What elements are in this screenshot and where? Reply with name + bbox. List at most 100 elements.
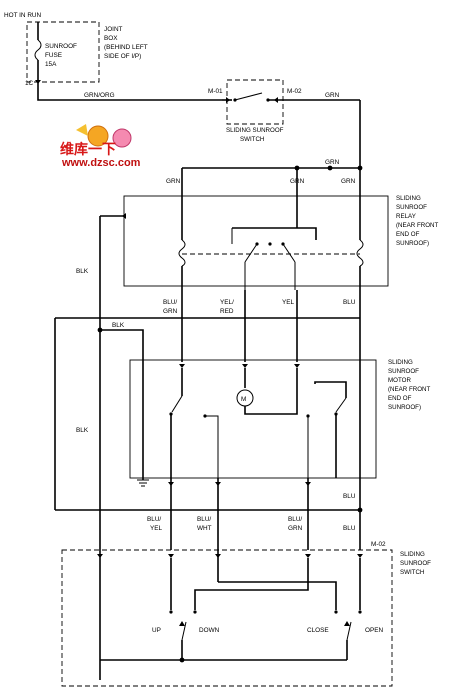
wire-label-blk-lower: BLK xyxy=(76,427,89,434)
splice-grn-2 xyxy=(327,165,333,171)
arrow-left-icon xyxy=(274,97,278,103)
arrow-up-icon xyxy=(344,621,350,626)
relay-outline xyxy=(123,195,389,287)
top-switch-outline xyxy=(226,79,284,125)
motor-label-5: END OF xyxy=(388,395,412,402)
switch-down-label: DOWN xyxy=(199,627,220,634)
wire-label-grn-2: GRN xyxy=(290,178,305,185)
top-switch-label-2: SWITCH xyxy=(240,136,264,143)
watermark-logo: 维库一下 www.dzsc.com xyxy=(60,124,141,169)
limit-switch-lead-2 xyxy=(205,415,219,478)
top-sunroof-switch: GRN/ORG M-01 M-02 GRN SLIDING SUNROOF SW… xyxy=(84,79,360,143)
relay-contact-b xyxy=(268,242,272,246)
wire-label-blk-left: BLK xyxy=(76,268,89,275)
arrow-down-icon xyxy=(97,554,103,558)
sunroof-motor: SLIDING SUNROOF MOTOR (NEAR FRONT END OF… xyxy=(129,359,430,487)
joint-box: HOT IN RUN JOINT BOX (BEHIND LEFT SIDE O… xyxy=(4,12,222,101)
relay-label-6: SUNROOF) xyxy=(396,240,429,247)
relay-label-5: END OF xyxy=(396,231,420,238)
switch-open-label: OPEN xyxy=(365,627,383,634)
arrow-down-icon xyxy=(215,482,221,486)
connector-m02-top: M-02 xyxy=(287,88,302,95)
rocker-switch-icon-left xyxy=(181,621,187,641)
relay-armature-icon-1 xyxy=(244,243,258,263)
rocker-switch-icon-right xyxy=(346,621,352,641)
relay-out-label-2b: RED xyxy=(220,308,234,315)
arrow-down-icon xyxy=(35,80,41,84)
motor-label-4: (NEAR FRONT xyxy=(388,386,430,393)
connector-m01: M-01 xyxy=(208,88,223,95)
pin-label: 1C xyxy=(25,80,34,87)
motor-outline xyxy=(129,359,377,479)
bottom-switch-label-1: SLIDING xyxy=(400,551,425,558)
wire-label-grn-top: GRN xyxy=(325,92,340,99)
limit-switch-icon-1 xyxy=(171,395,183,413)
motor-label-3: MOTOR xyxy=(388,377,411,384)
relay-out-label-3: YEL xyxy=(282,299,295,306)
motor-out-label-blu: BLU xyxy=(343,493,356,500)
lower-wire-label-3b: GRN xyxy=(288,525,303,532)
relay-label-3: RELAY xyxy=(396,213,416,220)
limit-sw-2-contact xyxy=(203,414,207,418)
motor-label-6: SUNROOF) xyxy=(388,404,421,411)
relay-out-label-1b: GRN xyxy=(163,308,178,315)
relay-out-label-2a: YEL/ xyxy=(220,299,234,306)
limit-sw-4-contact xyxy=(306,414,310,418)
sw-contact-down xyxy=(193,610,197,614)
watermark-brand: 维库一下 xyxy=(60,141,116,157)
motor-label-2: SUNROOF xyxy=(388,368,419,375)
wire-blk-motor xyxy=(100,329,144,480)
limit-sw-3-feed xyxy=(314,381,347,398)
joint-box-label-1: JOINT xyxy=(104,26,123,33)
wire-label-blk-branch: BLK xyxy=(112,322,125,329)
fuse-icon xyxy=(34,39,42,61)
joint-box-label-3: (BEHIND LEFT xyxy=(104,44,148,51)
joint-box-label-2: BOX xyxy=(104,35,118,42)
arrow-down-icon xyxy=(215,554,221,558)
wire-label-grn-bus: GRN xyxy=(325,159,340,166)
motor-symbol: M xyxy=(241,396,246,403)
fuse-label-2: FUSE xyxy=(45,52,62,59)
relay-label-1: SLIDING xyxy=(396,195,421,202)
arrow-right-icon xyxy=(226,97,230,103)
switch-close-label: CLOSE xyxy=(307,627,329,634)
arrow-down-icon xyxy=(305,554,311,558)
sw-contact-close xyxy=(334,610,338,614)
relay-coil-icon-1 xyxy=(178,239,186,267)
splice-sw-ground xyxy=(179,657,185,663)
joint-box-outline xyxy=(26,21,100,83)
lower-wire-label-3a: BLU/ xyxy=(288,516,302,523)
motor-label-1: SLIDING xyxy=(388,359,413,366)
bottom-switch-label-3: SWITCH xyxy=(400,569,424,576)
arrow-down-icon xyxy=(179,364,185,368)
switch-blade-icon xyxy=(234,92,263,101)
joint-box-label-4: SIDE OF I/P) xyxy=(104,53,141,60)
lower-wire-label-1a: BLU/ xyxy=(147,516,161,523)
motor-lead-bottom xyxy=(244,368,298,415)
lower-wire-label-1b: YEL xyxy=(150,525,163,532)
logo-flower-icon xyxy=(112,128,132,148)
logo-star-icon xyxy=(76,124,88,136)
wire-label-grn-1: GRN xyxy=(166,178,181,185)
fuse-label-3: 15A xyxy=(45,61,57,68)
arrow-down-icon xyxy=(305,482,311,486)
wire-grn-org xyxy=(37,88,222,101)
sw-contact-up xyxy=(169,610,173,614)
sw-wht-cross xyxy=(218,581,337,610)
arrow-down-icon xyxy=(242,364,248,368)
watermark-url: www.dzsc.com xyxy=(61,157,141,169)
bottom-sunroof-switch: M-02 SLIDING SUNROOF SWITCH UP DOWN CLOS… xyxy=(61,541,431,687)
arrow-up-icon xyxy=(179,621,185,626)
relay-coil-icon-2 xyxy=(356,239,364,267)
sunroof-relay: SLIDING SUNROOF RELAY (NEAR FRONT END OF… xyxy=(122,195,438,290)
limit-switch-icon-3 xyxy=(335,397,347,413)
arrow-down-icon xyxy=(168,554,174,558)
ground-icon xyxy=(137,479,149,487)
connector-m02-bottom: M-02 xyxy=(371,541,386,548)
fuse-label-1: SUNROOF xyxy=(45,43,77,50)
relay-out-label-4: BLU xyxy=(343,299,356,306)
relay-out-label-1a: BLU/ xyxy=(163,299,177,306)
lower-wire-label-2a: BLU/ xyxy=(197,516,211,523)
sw-contact-open xyxy=(358,610,362,614)
